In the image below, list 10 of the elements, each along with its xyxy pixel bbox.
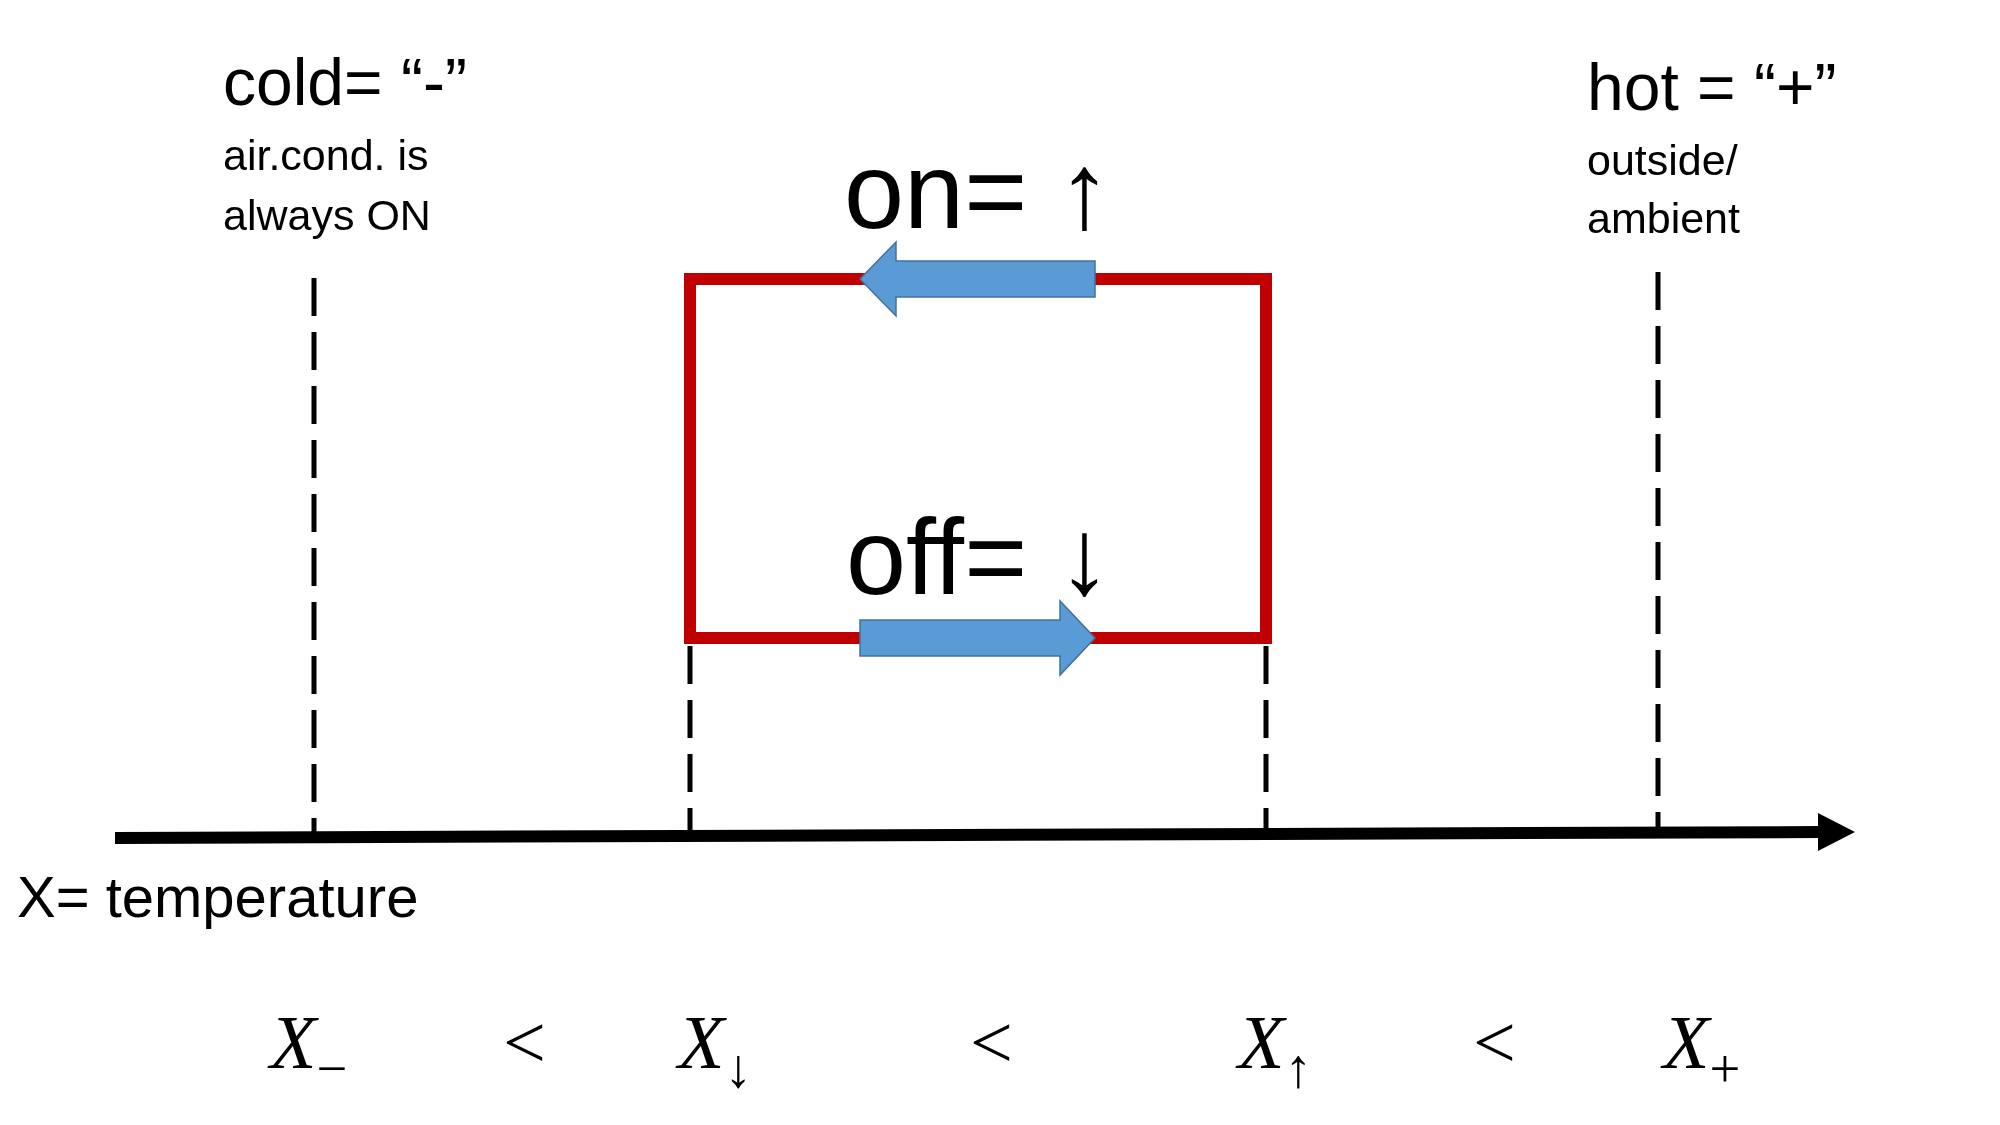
- axis-label: X= temperature: [17, 865, 419, 929]
- state-label: on= ↑: [844, 141, 1112, 240]
- state-heading: hot = “+”: [1587, 50, 1837, 124]
- state-heading: cold= “-”: [223, 45, 467, 119]
- annotation-text: air.cond. is always ON: [223, 130, 432, 242]
- inequality-sign: <: [1473, 999, 1517, 1087]
- inequality-sign: <: [503, 999, 547, 1087]
- state-label: off= ↓: [846, 509, 1112, 605]
- inequality-sign: <: [970, 999, 1014, 1087]
- annotation-text: outside/ ambient: [1587, 135, 1741, 245]
